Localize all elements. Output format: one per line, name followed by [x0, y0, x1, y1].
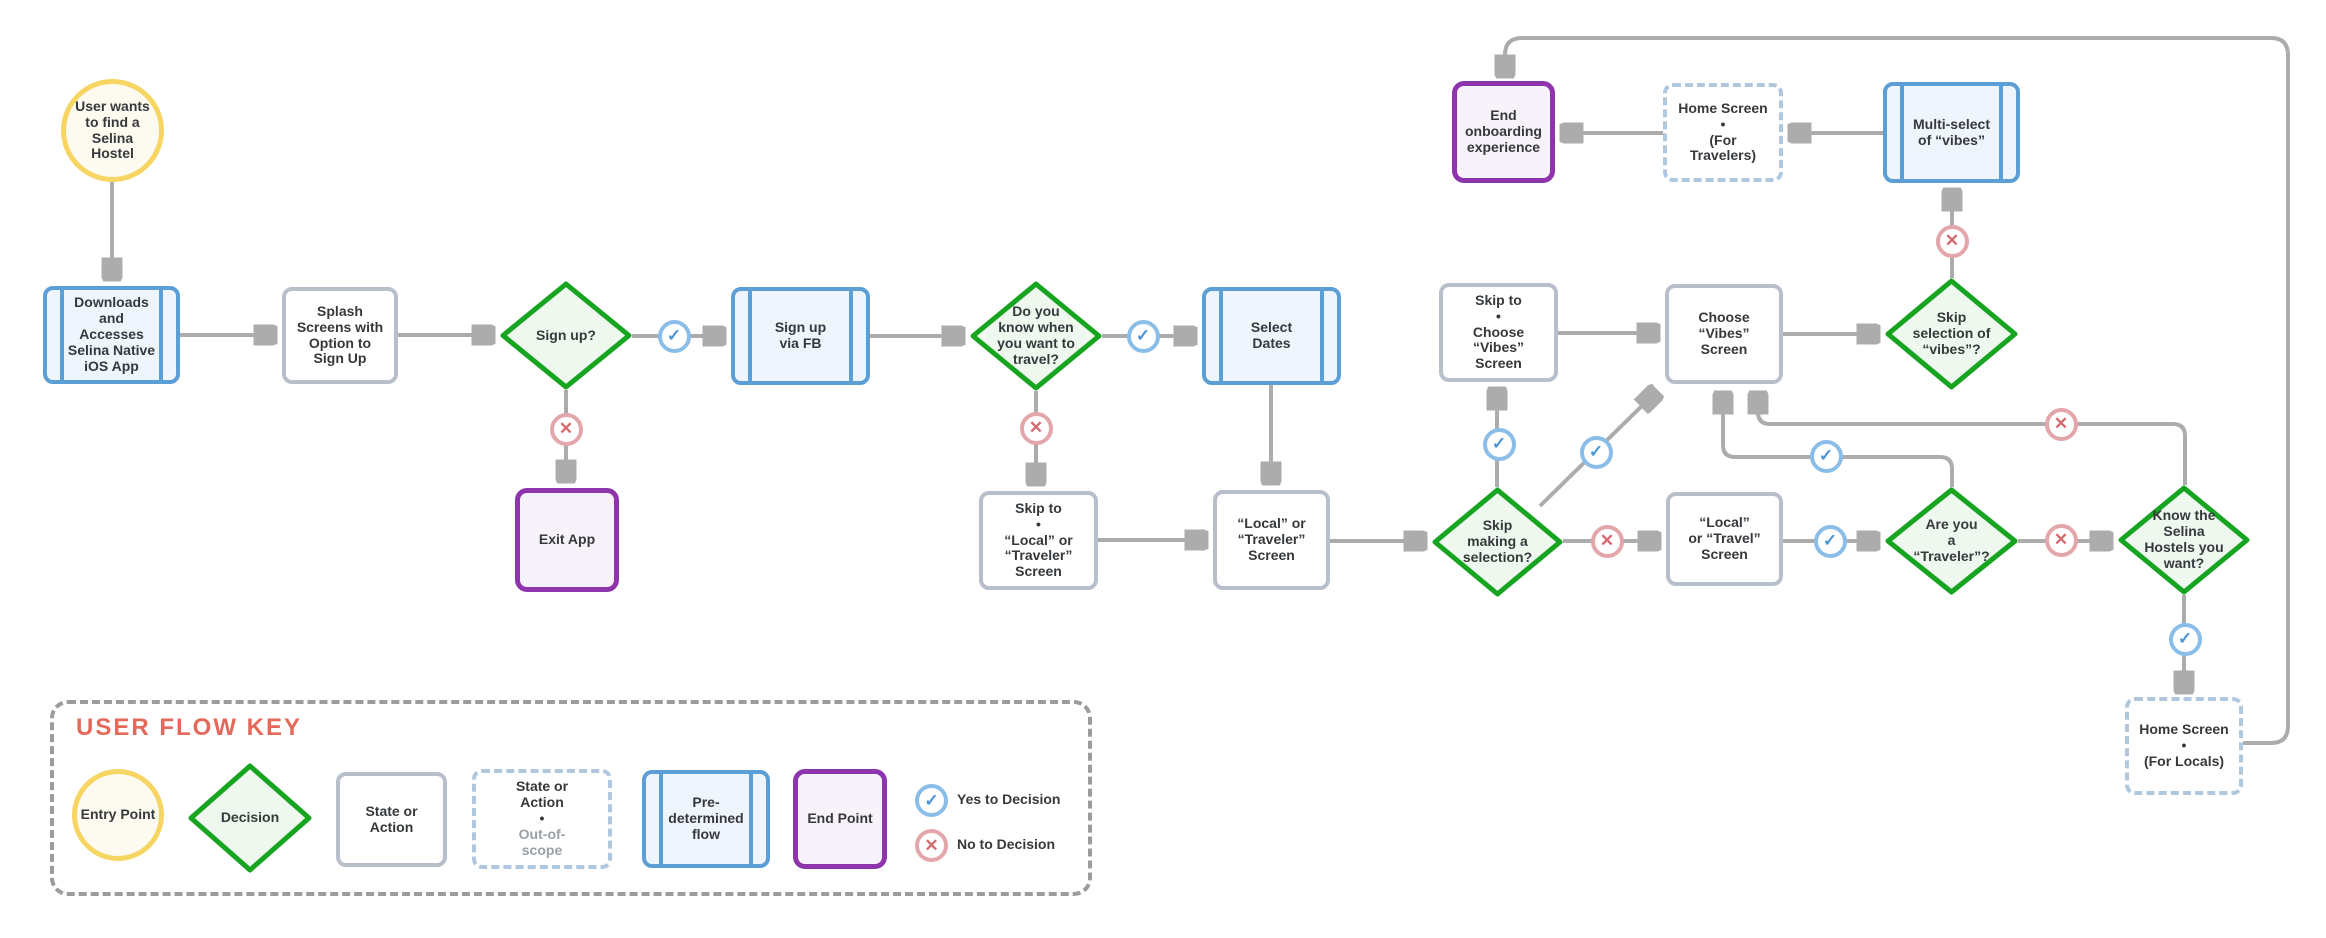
- edge-homelocals-endonboarding: [1505, 36, 2290, 745]
- node-signup: Sign up?: [500, 281, 632, 390]
- node-hometravelers: Home Screen • (For Travelers): [1663, 83, 1783, 182]
- check-glyph: ✓: [2177, 629, 2193, 648]
- check-glyph: ✓: [666, 326, 682, 345]
- diamond-shape: [1432, 487, 1563, 597]
- node-label: State or Action •: [515, 778, 569, 827]
- node-label: Skip to • “Local” or “Traveler” Screen: [1004, 499, 1073, 580]
- node-skipvibes: Skip to • Choose “Vibes” Screen: [1439, 283, 1558, 382]
- node-legend-flow: Pre- determined flow: [642, 770, 770, 868]
- check-glyph: ✓: [1135, 326, 1151, 345]
- yes-badge-icon: ✓: [1813, 524, 1847, 558]
- node-skipsel: Skip making a selection?: [1432, 487, 1563, 597]
- node-splash: Splash Screens with Option to Sign Up: [282, 287, 398, 384]
- node-label: Do you know when you want to travel?: [997, 303, 1075, 367]
- no-badge-icon: ✕: [1590, 524, 1624, 558]
- node-label: Sign up via FB: [774, 319, 827, 351]
- node-legend-end: End Point: [793, 769, 887, 869]
- cross-glyph: ✕: [1599, 531, 1615, 550]
- node-label: State or Action: [365, 802, 418, 835]
- node-label: Pre- determined flow: [668, 794, 744, 842]
- yes-to-decision-icon: ✓: [915, 784, 948, 817]
- edge-know-no-choosevibes: [1758, 396, 2187, 485]
- node-label: “Local” or “Traveler” Screen: [1237, 515, 1306, 563]
- node-label: Skip to • Choose “Vibes” Screen: [1472, 291, 1525, 372]
- legend-yes-label: Yes to Decision: [957, 791, 1061, 807]
- legend-border: [50, 700, 1092, 896]
- cross-glyph: ✕: [2053, 530, 2069, 549]
- check-glyph: ✓: [1818, 446, 1834, 465]
- node-traveler: Are you a “Traveler”?: [1885, 487, 2018, 595]
- yes-badge-icon: ✓: [2168, 622, 2202, 656]
- diamond-shape: [500, 281, 632, 390]
- node-label: Home Screen • (For Travelers): [1678, 99, 1768, 164]
- yes-badge-icon: ✓: [657, 319, 691, 353]
- no-badge-icon: ✕: [2044, 523, 2078, 557]
- diamond-shape: [1885, 487, 2018, 595]
- legend-title: USER FLOW KEY: [76, 714, 303, 741]
- yes-badge-icon: ✓: [1482, 427, 1516, 461]
- node-label: End Point: [807, 810, 873, 827]
- yes-badge-icon: ✓: [1126, 319, 1160, 353]
- yes-badge-icon: ✓: [1579, 435, 1613, 469]
- check-glyph: ✓: [1588, 442, 1604, 461]
- node-label: Select Dates: [1250, 319, 1293, 351]
- node-legend-state: State or Action: [336, 772, 447, 867]
- node-label: Sign up?: [536, 326, 596, 343]
- node-sublabel: Out-of- scope: [518, 825, 566, 858]
- node-know: Know the Selina Hostels you want?: [2118, 485, 2250, 595]
- no-to-decision-icon: ✕: [915, 829, 948, 862]
- node-homelocals: Home Screen • (For Locals): [2125, 697, 2243, 795]
- cross-glyph: ✕: [1944, 231, 1960, 250]
- node-label: Decision: [220, 809, 280, 826]
- diamond-shape: [188, 763, 312, 873]
- node-dates: Select Dates: [1202, 287, 1341, 385]
- node-label: Exit App: [538, 531, 596, 548]
- check-glyph: ✓: [1491, 434, 1507, 453]
- node-label: Choose “Vibes” Screen: [1698, 309, 1750, 357]
- node-localtraveler: “Local” or “Traveler” Screen: [1213, 490, 1330, 590]
- node-exit: Exit App: [515, 488, 619, 592]
- node-label: Skip making a selection?: [1462, 517, 1533, 565]
- cross-glyph: ✕: [558, 419, 574, 438]
- node-label: Entry Point: [80, 806, 156, 823]
- no-badge-icon: ✕: [2044, 407, 2078, 441]
- node-travel: Do you know when you want to travel?: [970, 281, 1102, 391]
- legend-no-label: No to Decision: [957, 836, 1056, 852]
- node-downloads: Downloads and Accesses Selina Native iOS…: [43, 286, 180, 384]
- no-badge-icon: ✕: [1935, 224, 1969, 258]
- node-label: Splash Screens with Option to Sign Up: [296, 302, 384, 367]
- node-label: Home Screen • (For Locals): [2139, 721, 2229, 769]
- diamond-shape: [2118, 485, 2250, 595]
- node-skipvibesq: Skip selection of “vibes”?: [1885, 278, 2018, 390]
- node-legend-outofscope: State or Action •Out-of- scope: [472, 769, 612, 869]
- node-label: “Local” or “Travel” Screen: [1688, 514, 1761, 562]
- cross-glyph: ✕: [2053, 414, 2069, 433]
- node-label: Skip selection of “vibes”?: [1912, 309, 1991, 357]
- node-label: User wants to find a Selina Hostel: [75, 97, 150, 162]
- no-badge-icon: ✕: [549, 412, 583, 446]
- node-localtravel: “Local” or “Travel” Screen: [1666, 492, 1783, 586]
- yes-badge-icon: ✓: [1809, 439, 1843, 473]
- node-label: Are you a “Traveler”?: [1913, 516, 1990, 564]
- diamond-shape: [1885, 278, 2018, 390]
- node-legend-decision: Decision: [188, 763, 312, 873]
- check-glyph: ✓: [1822, 531, 1838, 550]
- node-choosevibes: Choose “Vibes” Screen: [1665, 284, 1783, 384]
- node-fb: Sign up via FB: [731, 287, 870, 385]
- node-label: Multi-select of “vibes”: [1912, 115, 1990, 148]
- diamond-shape: [970, 281, 1102, 391]
- no-badge-icon: ✕: [1019, 411, 1053, 445]
- node-label: Know the Selina Hostels you want?: [2144, 507, 2224, 571]
- node-label: Downloads and Accesses Selina Native iOS…: [67, 294, 156, 374]
- node-entry: User wants to find a Selina Hostel: [61, 79, 164, 182]
- cross-glyph: ✕: [924, 835, 939, 855]
- node-multiselect: Multi-select of “vibes”: [1883, 82, 2020, 183]
- cross-glyph: ✕: [1028, 418, 1044, 437]
- node-endonboarding: End onboarding experience: [1452, 81, 1555, 183]
- node-label: End onboarding experience: [1465, 107, 1542, 155]
- check-glyph: ✓: [924, 790, 939, 810]
- node-legend-entry: Entry Point: [72, 769, 164, 861]
- node-skiplocal: Skip to • “Local” or “Traveler” Screen: [979, 491, 1098, 590]
